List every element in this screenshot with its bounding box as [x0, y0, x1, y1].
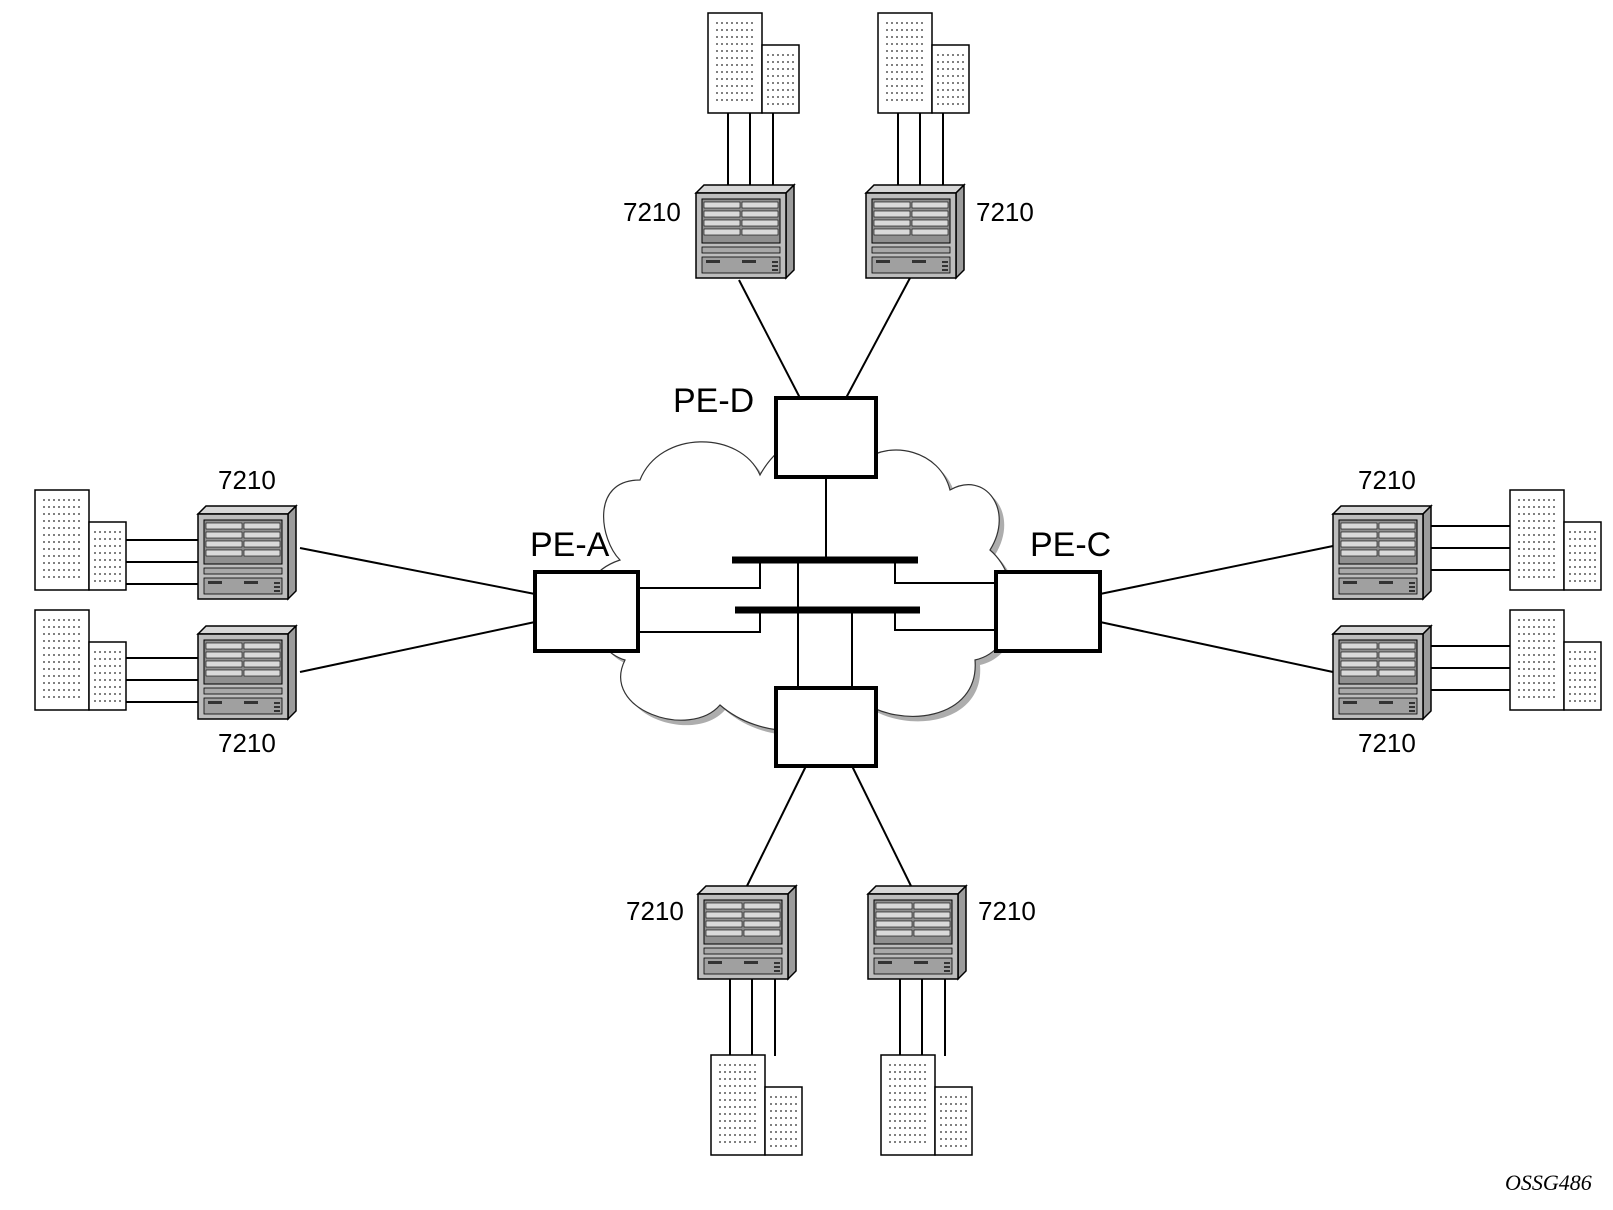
figure-id: OSSG486: [1505, 1170, 1592, 1195]
switch-7210-icon: [865, 184, 965, 279]
pe-c-label: PE-C: [1030, 526, 1111, 564]
office-building-icon: [707, 12, 800, 114]
pe-a-label: PE-A: [530, 526, 610, 564]
office-building-icon: [34, 609, 127, 711]
office-building-icon: [1509, 609, 1602, 711]
office-building-icon: [34, 489, 127, 591]
switch-7210-icon: [695, 184, 795, 279]
device-label: 7210: [1358, 728, 1416, 758]
device-label: 7210: [976, 197, 1034, 227]
pe-c-router: [994, 570, 1102, 653]
switch-7210-icon: [1332, 625, 1432, 720]
switch-7210-icon: [697, 885, 797, 980]
device-label: 7210: [626, 896, 684, 926]
device-label: 7210: [1358, 465, 1416, 495]
switch-7210-icon: [197, 505, 297, 600]
pe-d-label: PE-D: [673, 382, 754, 420]
device-label: 7210: [623, 197, 681, 227]
switch-7210-icon: [867, 885, 967, 980]
device-label: 7210: [978, 896, 1036, 926]
access-links: [299, 277, 1334, 889]
device-label: 7210: [218, 465, 276, 495]
switch-7210-icon: [1332, 505, 1432, 600]
network-cloud: [585, 431, 1018, 736]
core-links: [638, 477, 996, 688]
device-label: 7210: [218, 728, 276, 758]
office-building-icon: [880, 1054, 973, 1156]
switch-7210-icon: [197, 625, 297, 720]
pe-d-router: [774, 396, 878, 479]
office-building-icon: [710, 1054, 803, 1156]
office-building-icon: [1509, 489, 1602, 591]
pe-b-router: [774, 686, 878, 768]
customer-links: [126, 112, 1510, 1056]
office-building-icon: [877, 12, 970, 114]
pe-a-router: [533, 570, 640, 653]
